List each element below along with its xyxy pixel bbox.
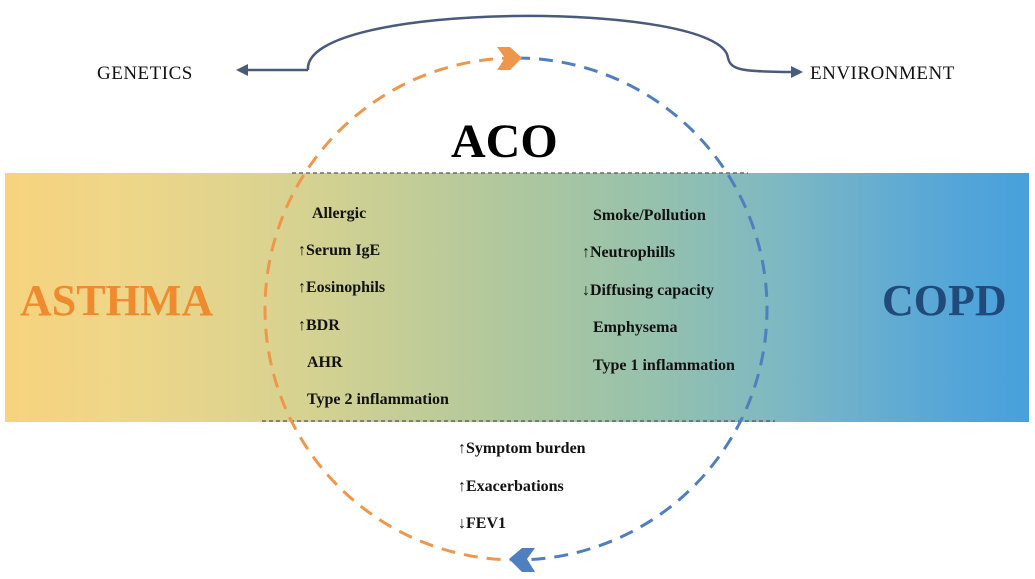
blue-arrowhead-icon bbox=[509, 548, 535, 572]
environment-arrow-icon bbox=[791, 66, 803, 78]
aco-outcome-item: ↓FEV1 bbox=[458, 515, 506, 532]
copd-feature-item: Type 1 inflammation bbox=[593, 357, 735, 374]
asthma-label: ASTHMA bbox=[20, 276, 214, 325]
copd-feature-item: ↓Diffusing capacity bbox=[582, 282, 714, 299]
asthma-copd-gradient-band bbox=[5, 173, 1029, 422]
genetics-arrow-icon bbox=[236, 64, 248, 76]
top-connector-arc bbox=[306, 14, 801, 74]
asthma-feature-item: Allergic bbox=[312, 205, 367, 222]
copd-feature-item: Smoke/Pollution bbox=[593, 207, 706, 224]
aco-outcome-item: ↑Symptom burden bbox=[458, 440, 586, 457]
aco-outcome-item: ↑Exacerbations bbox=[458, 478, 564, 495]
orange-arrowhead-icon bbox=[497, 47, 522, 70]
aco-title: ACO bbox=[451, 115, 558, 168]
genetics-label: GENETICS bbox=[97, 63, 193, 84]
circle-orange-arc bbox=[263, 56, 517, 562]
copd-label: COPD bbox=[882, 276, 1007, 325]
asthma-feature-item: ↑Serum IgE bbox=[298, 242, 381, 259]
asthma-feature-item: Type 2 inflammation bbox=[307, 391, 449, 408]
copd-feature-item: ↑Neutrophills bbox=[582, 244, 676, 261]
circle-blue-arc bbox=[515, 56, 769, 562]
asthma-feature-item: ↑BDR bbox=[298, 317, 340, 334]
asthma-feature-item: ↑Eosinophils bbox=[298, 279, 386, 296]
environment-label: ENVIRONMENT bbox=[810, 63, 955, 84]
copd-feature-item: Emphysema bbox=[593, 319, 678, 336]
asthma-feature-item: AHR bbox=[307, 354, 343, 371]
